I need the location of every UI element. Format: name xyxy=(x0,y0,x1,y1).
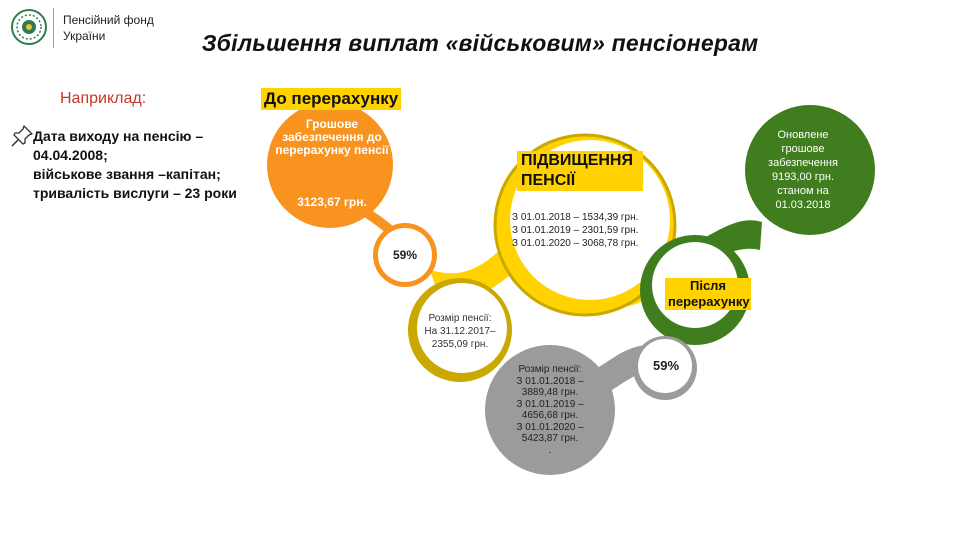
increase-circle-shade xyxy=(493,133,677,317)
before-recalc-label: До перерахунку xyxy=(261,88,402,110)
updated-line: станом на xyxy=(777,185,829,197)
info-line-service: тривалість вислуги – 23 роки xyxy=(33,185,237,201)
pension-after-line: З 01.01.2018 – xyxy=(516,375,584,387)
pension-2017-text: Розмір пенсії: На 31.12.2017– 2355,09 гр… xyxy=(414,312,506,351)
percent-circle-before xyxy=(378,228,432,282)
pension-2017-line: Розмір пенсії: xyxy=(428,313,492,324)
page-title: Збільшення виплат «військовим» пенсіонер… xyxy=(201,30,759,56)
pension-after-line: 5423,87 грн. xyxy=(521,433,579,444)
updated-line: Оновлене xyxy=(777,129,829,141)
info-line-date: 04.04.2008; xyxy=(33,147,108,163)
updated-line: 9193,00 грн. xyxy=(771,171,835,183)
increase-line-2019: З 01.01.2019 – 2301,59 грн. xyxy=(512,225,639,236)
org-name-line2: України xyxy=(63,29,106,43)
pension-after-line: Розмір пенсії: xyxy=(518,364,582,375)
pension-after-circle xyxy=(485,345,615,475)
pension-after-line: З 01.01.2019 – xyxy=(516,398,584,410)
pension-2017-circle xyxy=(417,283,507,373)
updated-line: грошове xyxy=(781,143,825,155)
before-allowance-text: Грошове забезпечення до перерахунку пенс… xyxy=(275,117,389,157)
increase-label: ПІДВИЩЕННЯ ПЕНСІЇ xyxy=(517,151,643,191)
updated-line: забезпечення xyxy=(768,157,838,169)
increase-line-2020: З 01.01.2020 – 3068,78 грн. xyxy=(512,238,639,249)
info-line-retirement: Дата виходу на пенсію – xyxy=(33,128,204,144)
org-name-line1: Пенсійний фонд xyxy=(63,13,154,27)
pushpin-icon xyxy=(11,125,33,147)
increase-line-2018: З 01.01.2018 – 1534,39 грн. xyxy=(512,212,639,223)
before-allowance-amount: 3123,67 грн. xyxy=(297,195,367,209)
pension-after-line: 3889,48 грн. xyxy=(521,387,579,398)
orange-circle xyxy=(267,102,393,228)
pension-after-line: . xyxy=(548,444,552,456)
pension-after-text: Розмір пенсії: З 01.01.2018 – 3889,48 гр… xyxy=(502,364,598,456)
logo-divider xyxy=(53,8,54,48)
pension-after-line: З 01.01.2020 – xyxy=(516,421,584,433)
updated-circle xyxy=(745,105,875,235)
updated-allowance-text: Оновлене грошове забезпечення 9193,00 гр… xyxy=(760,128,846,212)
example-label: Наприклад: xyxy=(60,90,147,107)
emblem-icon xyxy=(11,9,47,45)
percent-after: 59% xyxy=(652,358,680,373)
after-recalc-label: Після перерахунку xyxy=(665,278,751,310)
info-line-rank: військове звання –капітан; xyxy=(33,166,221,182)
pension-after-line: 4656,68 грн. xyxy=(521,410,579,421)
updated-line: 01.03.2018 xyxy=(775,199,831,211)
pension-2017-line: На 31.12.2017– xyxy=(424,326,496,337)
pension-2017-line: 2355,09 грн. xyxy=(431,339,489,350)
percent-circle-after xyxy=(638,339,692,393)
percent-before: 59% xyxy=(392,248,418,262)
